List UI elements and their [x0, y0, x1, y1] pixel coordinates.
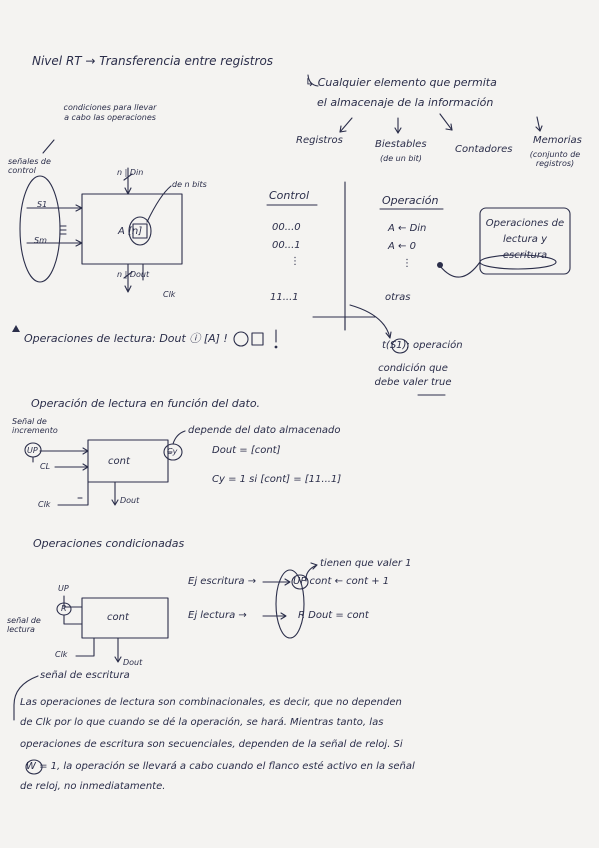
- counter-box: cont: [108, 456, 130, 467]
- definition-line-2: el almacenaje de la información: [317, 96, 494, 109]
- ellipsis-op: ⋮: [402, 258, 412, 269]
- clk-label-3: Clk: [55, 650, 68, 659]
- page-heading: Nivel RT → Transferencia entre registros: [32, 54, 274, 68]
- signal-cl: CL: [40, 462, 51, 471]
- kind-biestables: Biestables: [375, 139, 427, 150]
- ellipsis-control: ⋮: [290, 256, 300, 267]
- clk-label: Clk: [163, 290, 176, 299]
- increment-signal-label: Señal de incremento: [12, 417, 58, 436]
- section-read-by-data: Operación de lectura en función del dato…: [31, 397, 261, 410]
- signal-sm: Sm: [34, 236, 47, 245]
- signal-r: R: [61, 604, 67, 613]
- condition-operation: t(S1): operación: [382, 340, 463, 351]
- din-label: n | Din: [117, 168, 144, 177]
- signal-up: UP: [27, 446, 38, 455]
- kind-memorias: Memorias: [533, 135, 582, 146]
- read-signal-label: señal de lectura: [7, 616, 41, 635]
- definition-line-1: ↳ Cualquier elemento que permita: [305, 76, 497, 89]
- condition-note: condición que debe valer true: [374, 363, 452, 388]
- paragraph-line-3: operaciones de escritura son secuenciale…: [20, 739, 403, 750]
- n-bits-label: de n bits: [172, 180, 207, 189]
- control-row-2: 00...1: [272, 240, 301, 251]
- depends-note: depende del dato almacenado: [188, 425, 341, 436]
- col-control: Control: [269, 189, 310, 202]
- equation-dout: Dout = [cont]: [212, 445, 281, 456]
- paragraph-line-1: Las operaciones de lectura son combinaci…: [20, 697, 402, 708]
- control-signals-label: señales de control: [8, 157, 51, 176]
- col-operacion: Operación: [382, 194, 439, 207]
- control-row-1: 00...0: [272, 222, 301, 233]
- control-row-3: 11...1: [270, 292, 299, 303]
- signal-up-2: UP: [58, 584, 69, 593]
- signal-s1: S1: [37, 200, 48, 209]
- dout-label-3: Dout: [123, 658, 143, 667]
- read-operation: R Dout = cont: [298, 610, 369, 621]
- must-be-one-note: tienen que valer 1: [320, 558, 412, 569]
- write-signal-label: señal de escritura: [40, 670, 130, 681]
- dout-label-2: Dout: [120, 496, 140, 505]
- paragraph-line-4: W = 1, la operación se llevará a cabo cu…: [26, 761, 415, 772]
- kind-memorias-note: (conjunto de registros): [529, 150, 581, 169]
- kind-registros: Registros: [296, 135, 343, 146]
- equation-cy: Cy = 1 si [cont] = [11...1]: [212, 474, 342, 485]
- carry-out: Cy: [167, 447, 178, 456]
- write-example: Ej escritura →: [188, 576, 257, 587]
- kind-contadores: Contadores: [455, 144, 513, 155]
- op-row-3: otras: [385, 292, 411, 303]
- register-a: A [n]: [118, 226, 143, 237]
- ops-box-text: Operaciones de lectura y escritura: [485, 218, 565, 261]
- clk-label-2: Clk: [38, 500, 51, 509]
- read-example: Ej lectura →: [188, 610, 247, 621]
- paragraph-line-2: de Clk por lo que cuando se dé la operac…: [20, 717, 384, 728]
- op-row-1: A ← Din: [388, 223, 427, 234]
- counter-box-2: cont: [107, 612, 129, 623]
- op-row-2: A ← 0: [388, 241, 416, 252]
- write-operation: UP cont ← cont + 1: [293, 576, 390, 587]
- section-conditioned-ops: Operaciones condicionadas: [33, 537, 185, 550]
- paragraph-line-5: de reloj, no inmediatamente.: [20, 781, 166, 792]
- conditions-note: condiciones para llevar a cabo las opera…: [63, 103, 157, 123]
- dout-label: n | Dout: [117, 270, 150, 279]
- read-operations: Operaciones de lectura: Dout ⓘ [A] !: [24, 332, 228, 345]
- kind-biestables-note: (de un bit): [380, 154, 422, 163]
